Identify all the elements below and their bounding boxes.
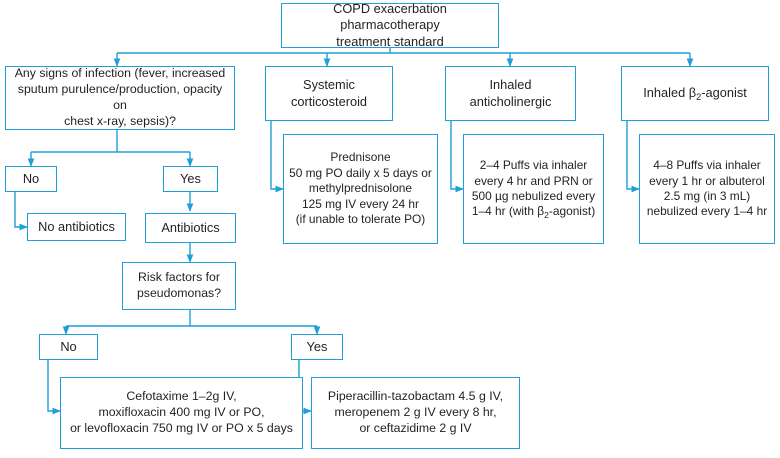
beta2-label-pre: Inhaled β — [643, 85, 697, 101]
edge-anticholinergic-to-dose — [450, 121, 464, 193]
anticholinergic-dose-line4-subscript: 2 — [544, 209, 549, 220]
node-antibiotics-label: Antibiotics — [161, 219, 220, 235]
node-inhaled-beta2-agonist[interactable]: Inhaled β2-agonist — [621, 66, 769, 121]
node-infection-question[interactable]: Any signs of infection (fever, increased… — [5, 66, 235, 130]
node-no-antibiotics-label: No antibiotics — [38, 218, 115, 234]
node-root-label: COPD exacerbation pharmacotherapy treatm… — [333, 0, 447, 49]
node-beta2-agonist-dose-label: 4–8 Puffs via inhaler every 1 hr or albu… — [646, 158, 768, 219]
beta2-label-subscript: 2 — [696, 91, 702, 102]
node-pseudomonas-yes[interactable]: Yes — [291, 334, 343, 360]
node-systemic-corticosteroid-label: Systemic corticosteroid — [290, 76, 368, 109]
node-inhaled-anticholinergic-label: Inhaled anticholinergic — [469, 76, 552, 109]
node-pseudomonas-yes-label: Yes — [306, 338, 328, 354]
node-inhaled-anticholinergic[interactable]: Inhaled anticholinergic — [445, 66, 576, 121]
node-systemic-corticosteroid[interactable]: Systemic corticosteroid — [265, 66, 393, 121]
node-antipseudomonal-regimen-label: Piperacillin-tazobactam 4.5 g IV, merope… — [327, 389, 504, 435]
node-antipseudomonal-regimen[interactable]: Piperacillin-tazobactam 4.5 g IV, merope… — [311, 377, 520, 449]
anticholinergic-dose-line3: 500 µg nebulized every — [471, 189, 596, 203]
anticholinergic-dose-line1: 2–4 Puffs via inhaler — [479, 158, 588, 173]
node-inhaled-beta2-agonist-label: Inhaled β2-agonist — [643, 85, 747, 102]
edge-no-to-no-antibiotics — [14, 192, 28, 231]
node-infection-no[interactable]: No — [5, 166, 57, 192]
node-prednisone-dose[interactable]: Prednisone 50 mg PO daily x 5 days or me… — [283, 134, 438, 244]
node-infection-no-label: No — [22, 170, 40, 186]
node-pseudomonas-question[interactable]: Risk factors for pseudomonas? — [122, 262, 236, 310]
node-pseudomonas-no[interactable]: No — [39, 334, 98, 360]
node-non-pseudomonal-regimen[interactable]: Cefotaxime 1–2g IV, moxifloxacin 400 mg … — [60, 377, 303, 449]
beta2-label-post: -agonist — [701, 85, 747, 101]
node-prednisone-dose-label: Prednisone 50 mg PO daily x 5 days or me… — [289, 150, 432, 227]
node-pseudomonas-question-label: Risk factors for pseudomonas? — [136, 270, 222, 300]
node-infection-question-label: Any signs of infection (fever, increased… — [14, 66, 226, 128]
anticholinergic-dose-line2: every 4 hr and PRN or — [474, 173, 593, 188]
anticholinergic-dose-line4-pre: 1–4 hr (with β — [471, 204, 545, 219]
edge-corticosteroid-to-prednisone-dose — [270, 121, 284, 193]
node-infection-yes[interactable]: Yes — [163, 166, 218, 192]
node-root[interactable]: COPD exacerbation pharmacotherapy treatm… — [281, 0, 499, 49]
node-antibiotics[interactable]: Antibiotics — [145, 213, 236, 243]
node-beta2-agonist-dose[interactable]: 4–8 Puffs via inhaler every 1 hr or albu… — [639, 134, 775, 244]
node-non-pseudomonal-regimen-label: Cefotaxime 1–2g IV, moxifloxacin 400 mg … — [70, 389, 293, 435]
node-pseudomonas-no-label: No — [60, 338, 77, 354]
anticholinergic-dose-line4-post: -agonist) — [548, 204, 596, 219]
edge-no-to-non-pseudomonal-regimen — [47, 360, 61, 415]
edge-beta2-agonist-to-dose — [626, 121, 640, 193]
node-no-antibiotics[interactable]: No antibiotics — [27, 213, 126, 241]
node-infection-yes-label: Yes — [180, 170, 201, 186]
